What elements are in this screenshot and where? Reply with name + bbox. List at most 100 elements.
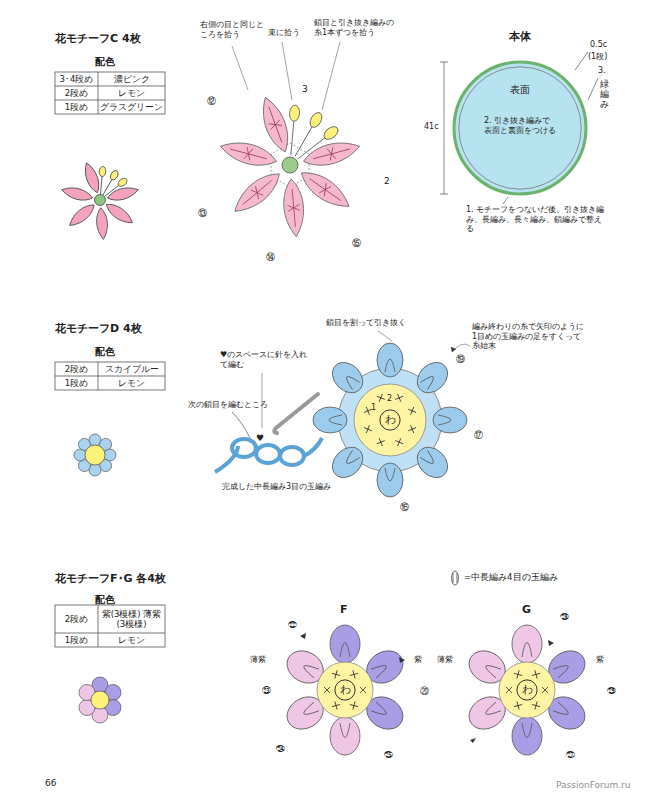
drawing-path [514,701,522,709]
edging-band [454,62,586,194]
ring-start: わ [516,679,538,701]
drawing-g [512,717,542,755]
drawing-path [229,143,269,164]
drawing-g [313,407,347,433]
leader-lines [232,42,340,110]
table-cell: 3･4段め [55,74,98,84]
table-cell: レモン [98,635,165,645]
drawing-g [506,687,512,693]
drawing-line [457,573,458,583]
drawing-ellipse [330,717,360,755]
color-note: 薄紫 [250,655,266,665]
drawing-g [514,670,522,678]
table-cell: 紫(3模様) 薄紫(3模様) [98,609,165,629]
drawing-path [343,373,359,389]
flower-d-illustration [74,434,116,476]
drawing-g [295,124,341,163]
drawing-line [55,100,165,101]
ring-outline [380,410,400,430]
chart-g [463,625,591,755]
row-number: ⑯ [400,502,409,513]
instruction-note: 鎖目を割って引き抜く [326,318,406,328]
page-number: 66 [45,778,56,789]
drawing-g [377,438,385,446]
section-title: 花モチーフF･G 各4枚 [55,572,166,585]
drawing-g [433,407,467,433]
table-cell: 1段め [55,378,98,388]
drawing-circle [104,449,116,461]
start-marks [300,633,554,743]
drawing-path [385,359,395,372]
drawing-g [60,161,139,240]
drawing-rect [55,362,165,390]
drawing-g [324,670,366,709]
drawing-ellipse [411,356,453,398]
table-heading: 配色 [80,56,130,68]
stitch-illustration [215,373,322,472]
drawing-path [438,415,451,425]
table-heading: 配色 [80,346,130,358]
instruction-note: 次の鎖目を編むところ [188,400,268,410]
drawing-ellipse [330,625,360,663]
drawing-line [232,46,248,90]
legend-text: =中長編み4目の玉編み [464,572,558,582]
drawing-g [301,137,362,171]
drawing-circle [282,157,298,173]
drawing-line [440,194,448,195]
drawing-g [281,178,306,237]
table-cell: レモン [98,378,165,388]
dimension-lines [440,52,598,204]
drawing-g [256,94,294,155]
drawing-path [301,662,319,678]
drawing-path [451,347,456,352]
row-number: ㉕ [384,750,393,761]
drawing-ellipse [512,625,542,663]
drawing-circle [89,434,101,446]
drawing-path [522,723,532,738]
drawing-path [408,407,416,415]
table-cell: スカイブルー [98,364,165,374]
drawing-g [332,670,340,678]
drawing-path [395,394,403,402]
chart-name: G [522,603,531,616]
drawing-path [232,412,250,438]
drawing-path [542,687,548,693]
table-cell: 2段め [55,364,98,374]
drawing-ellipse [313,407,347,433]
drawing-g [330,625,360,663]
drawing-g [332,701,340,709]
table-cell: 1段め [55,102,98,112]
drawing-circle [354,384,426,456]
drawing-g [286,105,300,156]
table-cell: レモン [98,88,165,98]
row-number: ⑫ [207,96,216,107]
vertical-note: 緑編み [600,80,609,110]
drawing-line [55,86,165,87]
shape-text: 2. 引き抜き編みで表面と裏面をつける [484,116,556,135]
drawing-ellipse [452,571,459,585]
drawing-path [324,687,330,693]
drawing-line [98,605,99,647]
drawing-g [395,438,403,446]
drawing-use [103,200,135,227]
instruction-note: 束に拾う [268,28,300,38]
drawing-line [55,633,165,634]
drawing-path [532,670,540,678]
row-number: ㉒ [288,620,297,631]
drawing-path [371,662,389,678]
drawing-path [483,662,501,678]
drawing-g [218,94,362,238]
drawing-circle [85,445,105,465]
drawing-g [296,165,355,214]
drawing-use [301,137,362,171]
drawing-g [100,169,120,197]
table-cell: 濃ピンク [98,74,165,84]
drawing-line [100,175,102,194]
drawing-path [329,415,342,425]
drawing-path [514,670,522,678]
drawing-circle [89,464,101,476]
dimension-label: 41c [424,122,439,132]
row-number: ㉙ [607,686,616,697]
drawing-use [229,167,286,219]
row-number: ㉓ [262,686,271,697]
